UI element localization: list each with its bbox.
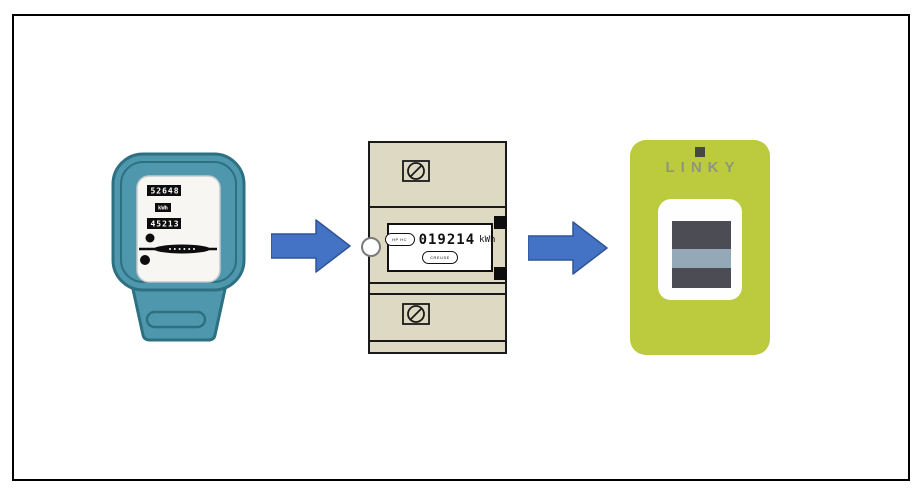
seal-hole <box>361 237 381 257</box>
screen-band-light <box>672 249 731 268</box>
counter-bottom-bg <box>147 218 181 229</box>
unit-badge-bg <box>155 203 171 212</box>
panel-divider <box>370 340 505 342</box>
spinning-disc <box>154 244 210 254</box>
counter-bottom-reading: 45213 <box>150 220 179 229</box>
meter-reading: 019214 <box>418 231 476 248</box>
electronic-meter: HP HC 019214 kWh CREUSE <box>361 141 507 354</box>
counter-top-bg <box>147 185 181 196</box>
meter-unit: kWh <box>479 234 496 245</box>
linky-brand-label: LINKY <box>665 159 741 176</box>
panel-divider <box>370 293 505 295</box>
arrow-right-icon <box>271 219 351 273</box>
terminal-block-top <box>494 216 507 229</box>
linky-meter: LINKY <box>630 140 770 355</box>
screw-terminal-icon <box>402 160 430 182</box>
indicator-dot-lower <box>140 255 150 265</box>
lcd-display: HP HC 019214 kWh CREUSE <box>384 223 496 272</box>
electromechanical-meter: 52648 kWh 45213 <box>111 152 246 342</box>
disc-marks <box>169 248 195 250</box>
screw-terminal-icon <box>402 303 430 325</box>
counter-top-reading: 52648 <box>150 187 179 196</box>
screen-band-dark-top <box>672 221 731 249</box>
lcd-screen <box>672 221 731 288</box>
arrow-right-icon <box>528 221 608 275</box>
panel-divider <box>370 282 505 284</box>
terminal-block-bottom <box>494 267 507 280</box>
tariff-mode-indicator: HP HC <box>384 233 415 246</box>
indicator-dot-upper <box>145 233 155 243</box>
status-led <box>695 147 705 157</box>
display-panel <box>658 199 742 300</box>
screen-band-dark-bottom <box>672 268 731 288</box>
unit-badge-label: kWh <box>158 206 168 212</box>
meter-base-slot <box>145 310 207 329</box>
panel-divider <box>370 206 505 208</box>
diagram-border <box>12 14 910 481</box>
creuse-button: CREUSE <box>422 250 458 264</box>
